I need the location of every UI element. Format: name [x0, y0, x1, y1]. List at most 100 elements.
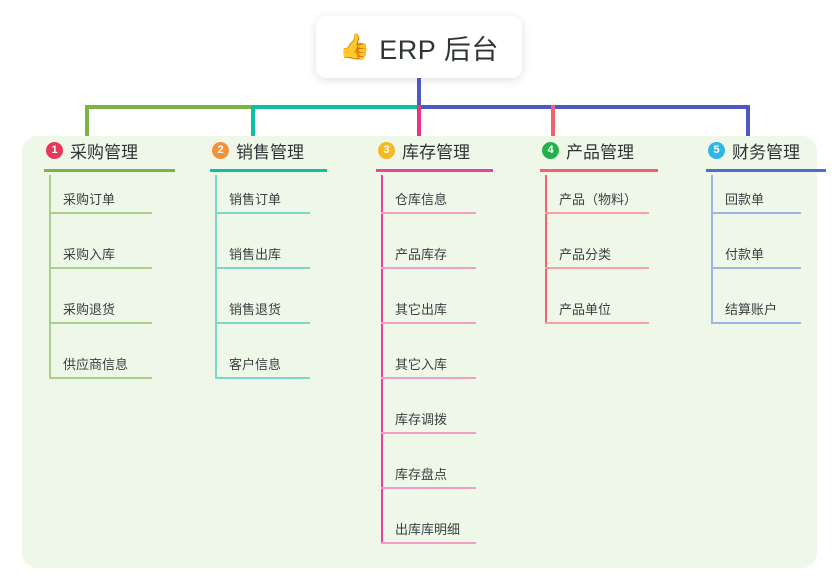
branch-header-rule [540, 169, 658, 172]
branch-leaf-rule [381, 267, 476, 269]
branch-title: 财务管理 [732, 142, 800, 162]
branch-leaf-rule [545, 267, 649, 269]
branch-number-badge: 4 [542, 141, 559, 159]
branch-title: 库存管理 [402, 142, 470, 162]
root-node-content: 👍 ERP 后台 [339, 28, 499, 67]
branch-title: 采购管理 [70, 142, 138, 162]
branch-column-3: 3 库存管理仓库信息产品库存其它出库其它入库库存调拨库存盘点出库库明细 [362, 136, 493, 544]
branch-leaf-rule [381, 542, 476, 544]
connector-bar-blue [417, 105, 750, 109]
branch-leaf-label: 采购入库 [63, 247, 116, 262]
branch-leaf-rule [215, 322, 310, 324]
branch-leaf[interactable]: 产品（物料） [545, 178, 649, 214]
branch-leaf[interactable]: 出库库明细 [381, 508, 476, 544]
branch-leaf[interactable]: 销售出库 [215, 233, 310, 269]
branch-leaf-rule [49, 377, 152, 379]
branch-leaf-label: 其它出库 [395, 302, 448, 317]
root-stem-connector [417, 78, 421, 106]
branch-leaf-rule [49, 267, 152, 269]
branch-spine [215, 175, 217, 379]
branch-leaf-label: 库存调拨 [395, 412, 448, 427]
branch-leaf-label: 销售订单 [229, 192, 282, 207]
branch-leaf-label: 其它入库 [395, 357, 448, 372]
branch-leaf[interactable]: 其它出库 [381, 288, 476, 324]
branch-leaf[interactable]: 产品库存 [381, 233, 476, 269]
branch-leaf[interactable]: 客户信息 [215, 343, 310, 379]
branch-spine [711, 175, 713, 324]
branch-leaf-rule [215, 212, 310, 214]
branch-leaf-label: 回款单 [725, 192, 765, 207]
branch-leaf-rule [545, 322, 649, 324]
branch-leaf[interactable]: 其它入库 [381, 343, 476, 379]
branch-leaf-label: 销售退货 [229, 302, 282, 317]
branch-leaf[interactable]: 库存调拨 [381, 398, 476, 434]
branch-leaf-label: 产品库存 [395, 247, 448, 262]
branch-title: 销售管理 [236, 142, 304, 162]
branch-leaf[interactable]: 回款单 [711, 178, 801, 214]
branch-leaf-label: 付款单 [725, 247, 765, 262]
branch-leaf-label: 仓库信息 [395, 192, 448, 207]
branch-leaf-rule [215, 377, 310, 379]
branch-leaf-rule [215, 267, 310, 269]
branch-leaf[interactable]: 销售订单 [215, 178, 310, 214]
branch-leaf-label: 产品分类 [559, 247, 612, 262]
branch-leaf-label: 库存盘点 [395, 467, 448, 482]
branch-leaf-rule [49, 322, 152, 324]
branch-leaf-label: 产品（物料） [559, 192, 638, 207]
branch-column-5: 5 财务管理回款单付款单结算账户 [692, 136, 826, 324]
branch-leaf-rule [711, 267, 801, 269]
connector-bar-teal [252, 105, 419, 109]
root-node-title: ERP 后台 [379, 34, 499, 65]
branch-leaf-rule [711, 322, 801, 324]
branch-leaf-label: 采购退货 [63, 302, 116, 317]
drop-connector-purchase [85, 105, 89, 150]
branch-leaf-label: 结算账户 [725, 302, 778, 317]
thumbs-up-icon: 👍 [339, 32, 371, 61]
branch-header-row: 4 产品管理 [526, 136, 634, 164]
root-node[interactable]: 👍 ERP 后台 [316, 16, 522, 78]
branch-leaf[interactable]: 库存盘点 [381, 453, 476, 489]
branch-leaf-label: 产品单位 [559, 302, 612, 317]
branch-spine [49, 175, 51, 379]
drop-connector-sales [251, 105, 255, 150]
drop-connector-product [551, 105, 555, 150]
drop-connector-finance [746, 105, 750, 150]
branch-header-5[interactable]: 5 财务管理 [692, 136, 826, 176]
branch-leaf[interactable]: 采购退货 [49, 288, 152, 324]
branch-leaf[interactable]: 仓库信息 [381, 178, 476, 214]
branch-leaf-label: 出库库明细 [395, 522, 461, 537]
branch-leaf-rule [711, 212, 801, 214]
branch-leaf-rule [381, 212, 476, 214]
branch-header-rule [376, 169, 493, 172]
branch-header-4[interactable]: 4 产品管理 [526, 136, 658, 176]
branch-title: 产品管理 [566, 142, 634, 162]
branch-spine [545, 175, 547, 324]
branch-leaf[interactable]: 供应商信息 [49, 343, 152, 379]
branch-leaf[interactable]: 采购订单 [49, 178, 152, 214]
branch-leaf-rule [381, 432, 476, 434]
connector-bar-green [85, 105, 254, 109]
branch-leaf[interactable]: 采购入库 [49, 233, 152, 269]
branch-header-rule [210, 169, 327, 172]
branch-header-3[interactable]: 3 库存管理 [362, 136, 493, 176]
branch-leaf[interactable]: 付款单 [711, 233, 801, 269]
branch-leaf-label: 客户信息 [229, 357, 282, 372]
branch-number-badge: 3 [378, 141, 395, 159]
branch-number-badge: 5 [708, 141, 725, 159]
branch-header-1[interactable]: 1 采购管理 [30, 136, 175, 176]
branch-leaf[interactable]: 结算账户 [711, 288, 801, 324]
branch-header-row: 3 库存管理 [362, 136, 470, 164]
branch-number-badge: 1 [46, 141, 63, 159]
branch-leaf-label: 销售出库 [229, 247, 282, 262]
branch-leaf-label: 供应商信息 [63, 357, 129, 372]
branch-leaf[interactable]: 销售退货 [215, 288, 310, 324]
branch-leaf[interactable]: 产品分类 [545, 233, 649, 269]
branch-leaf-label: 采购订单 [63, 192, 116, 207]
branch-leaf[interactable]: 产品单位 [545, 288, 649, 324]
branch-column-4: 4 产品管理产品（物料） 产品分类产品单位 [526, 136, 658, 324]
branch-header-rule [706, 169, 826, 172]
